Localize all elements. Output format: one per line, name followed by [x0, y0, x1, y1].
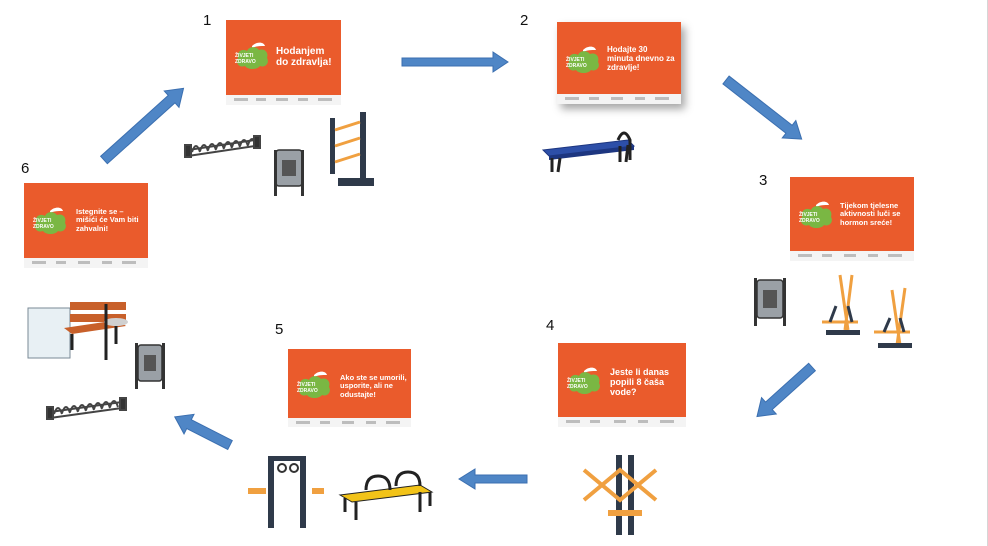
step-6-number: 6 — [21, 160, 30, 177]
brand-line-2: ZDRAVO — [567, 384, 588, 390]
waste-bin-icon — [135, 343, 165, 389]
gymnastic-rings-frame-icon — [248, 456, 324, 528]
step-3-number: 3 — [759, 172, 768, 189]
step-4-message: Jeste li danas popili 8 čaša vode? — [610, 367, 670, 398]
step-2-message: Hodajte 30 minuta dnevno za zdravlje! — [607, 45, 675, 72]
step-5-message: Ako ste se umorili, usporite, ali ne odu… — [340, 373, 407, 399]
step-1-message: Hodanjem do zdravlja! — [276, 46, 332, 69]
arrow-2-to-3 — [722, 75, 803, 140]
brand-line-1: ŽIVJETI — [297, 382, 316, 388]
dip-station-icon — [582, 455, 658, 535]
step-6-sign: ŽIVJETI ZDRAVO Istegnite se – mišići će … — [24, 183, 148, 268]
sign-footer-strip — [558, 417, 686, 427]
sign-footer-strip — [226, 95, 341, 105]
brand-line-1: ŽIVJETI — [567, 378, 586, 384]
bicycle-rack-icon — [46, 397, 127, 420]
zivjeti-zdravo-logo-icon — [299, 371, 330, 398]
brand-line-2: ZDRAVO — [566, 63, 587, 69]
arrow-6-to-1 — [99, 87, 185, 165]
bicycle-rack-icon — [184, 135, 261, 158]
step-3-message: Tijekom tjelesne aktivnosti luči se horm… — [840, 201, 901, 227]
zivjeti-zdravo-logo-icon — [801, 201, 832, 228]
brand-line-2: ZDRAVO — [235, 59, 256, 65]
sign-footer-strip — [790, 251, 914, 261]
step-4-sign: ŽIVJETI ZDRAVO Jeste li danas popili 8 č… — [558, 343, 686, 427]
arrow-5-to-6 — [173, 413, 233, 451]
brand-line-1: ŽIVJETI — [235, 53, 254, 59]
brand-line-2: ZDRAVO — [799, 218, 820, 224]
step-5-number: 5 — [275, 321, 284, 338]
waste-bin-icon — [754, 278, 786, 326]
cross-trainer-icon — [822, 274, 860, 335]
brand-line-2: ZDRAVO — [33, 224, 54, 230]
workout-bench-icon — [338, 470, 434, 520]
sign-footer-strip — [557, 94, 681, 104]
arrow-1-to-2 — [401, 51, 509, 73]
brand-line-2: ZDRAVO — [297, 388, 318, 394]
arrow-3-to-4 — [756, 362, 817, 418]
step-3-sign: ŽIVJETI ZDRAVO Tijekom tjelesne aktivnos… — [790, 177, 914, 261]
step-1-sign: ŽIVJETI ZDRAVO Hodanjem do zdravlja! — [226, 20, 341, 105]
cross-trainer-icon — [874, 287, 912, 348]
step-5-sign: ŽIVJETI ZDRAVO Ako ste se umorili, uspor… — [288, 349, 411, 427]
zivjeti-zdravo-logo-icon — [237, 42, 268, 69]
step-1-number: 1 — [203, 12, 212, 29]
sign-footer-strip — [24, 258, 148, 268]
step-6-message: Istegnite se – mišići će Vam biti zahval… — [76, 207, 139, 233]
zivjeti-zdravo-logo-icon — [35, 207, 66, 234]
bench-with-table-icon — [27, 302, 128, 360]
bench-icon — [541, 131, 636, 173]
arrow-4-to-5 — [458, 468, 528, 490]
sign-footer-strip — [288, 418, 411, 427]
step-2-number: 2 — [520, 12, 529, 29]
step-4-number: 4 — [546, 317, 555, 334]
zivjeti-zdravo-logo-icon — [568, 46, 599, 73]
waste-bin-icon — [274, 149, 304, 196]
zivjeti-zdravo-logo-icon — [569, 367, 600, 394]
brand-line-1: ŽIVJETI — [799, 212, 818, 218]
step-2-sign: ŽIVJETI ZDRAVO Hodajte 30 minuta dnevno … — [557, 22, 681, 104]
stretching-frame-icon — [330, 112, 374, 186]
brand-line-1: ŽIVJETI — [33, 218, 52, 224]
brand-line-1: ŽIVJETI — [566, 57, 585, 63]
